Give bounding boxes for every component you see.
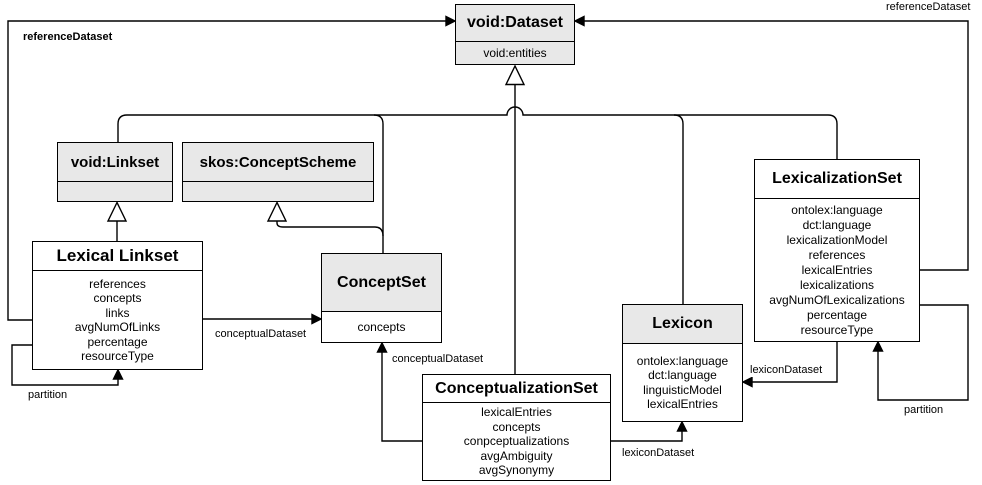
attribute: void:entities: [483, 45, 547, 60]
edge-label-partition-left[interactable]: partition: [26, 389, 70, 402]
generalization-arrow-void-dataset: [504, 64, 526, 86]
class-void-dataset-attributes: void:entities: [456, 42, 574, 64]
edge-partition-right[interactable]: [877, 304, 969, 401]
edge-label-partition-right[interactable]: partition: [902, 404, 946, 417]
class-void-dataset[interactable]: void:Dataset void:entities: [455, 4, 575, 65]
attribute: concepts: [357, 319, 406, 334]
edge-lexicon-dataset-bottom[interactable]: [611, 430, 683, 442]
edge-label-lexicon-dataset-bottom[interactable]: lexiconDataset: [620, 447, 697, 460]
attribute: avgSynonymy: [478, 463, 555, 478]
class-void-linkset[interactable]: void:Linkset: [57, 142, 173, 202]
edge-label-reference-dataset-right[interactable]: referenceDataset: [884, 1, 973, 14]
attribute: dct:language: [802, 217, 872, 232]
attribute: lexicalEntries: [801, 262, 873, 277]
attribute: references: [808, 247, 866, 262]
attribute: lexicalEntries: [647, 397, 718, 411]
class-skos-conceptscheme-attributes: [183, 182, 373, 201]
edge-conceptual-dataset-bottom[interactable]: [381, 351, 422, 442]
generalization-bus[interactable]: [117, 106, 838, 159]
class-conceptualizationset-title: ConceptualizationSet: [423, 375, 610, 403]
class-lexicon-title: Lexicon: [623, 305, 742, 344]
attribute: linguisticModel: [643, 382, 722, 397]
arrowhead-reference-dataset-left: [445, 15, 457, 27]
attribute: lexicalizationModel: [786, 232, 888, 247]
attribute: percentage: [87, 334, 148, 349]
class-conceptset-attributes: concepts: [322, 312, 441, 342]
class-conceptset[interactable]: ConceptSet concepts: [321, 253, 442, 343]
class-conceptset-title: ConceptSet: [322, 254, 441, 312]
attribute: lexicalizations: [799, 277, 875, 292]
class-skos-conceptscheme-title: skos:ConceptScheme: [183, 143, 373, 182]
class-skos-conceptscheme[interactable]: skos:ConceptScheme: [182, 142, 374, 202]
attribute: avgAmbiguity: [480, 448, 553, 463]
class-void-linkset-attributes: [58, 182, 172, 201]
attribute: resourceType: [800, 322, 874, 337]
edge-partition-left[interactable]: [11, 344, 119, 386]
attribute: links: [105, 305, 130, 320]
generalization-arrow-void-linkset: [106, 200, 128, 222]
edge-label-reference-dataset-left[interactable]: referenceDataset: [23, 31, 113, 43]
attribute: resourceType: [81, 349, 154, 363]
attribute: ontolex:language: [636, 353, 729, 368]
attribute: avgNumOfLexicalizations: [769, 292, 905, 307]
edge-reference-dataset-right[interactable]: [583, 20, 969, 271]
edge-label-conceptual-dataset-left[interactable]: conceptualDataset: [213, 328, 309, 341]
arrowhead-lexicon-dataset-right: [741, 376, 753, 388]
generalization-branch-lexicon[interactable]: [673, 114, 684, 304]
attribute: references: [89, 276, 146, 291]
attribute: ontolex:language: [791, 202, 883, 217]
arrowhead-conceptual-dataset-bottom: [376, 341, 388, 353]
attribute: percentage: [806, 307, 868, 322]
generalization-branch-conceptset[interactable]: [373, 114, 384, 253]
arrowhead-lexicon-dataset-bottom: [676, 420, 688, 432]
attribute: dct:language: [648, 368, 717, 382]
edge-label-lexicon-dataset-right[interactable]: lexiconDataset: [748, 364, 825, 377]
class-lexicalizationset-title: LexicalizationSet: [755, 160, 919, 199]
edge-label-conceptual-dataset-bottom[interactable]: conceptualDataset: [390, 353, 486, 366]
attribute: lexicalEntries: [481, 405, 552, 420]
attribute: avgNumOfLinks: [74, 320, 161, 334]
arrowhead-conceptual-dataset-left: [311, 313, 323, 325]
attribute: conpceptualizations: [463, 434, 570, 449]
arrowhead-reference-dataset-right: [573, 15, 585, 27]
attribute: concepts: [93, 291, 142, 305]
attribute: concepts: [492, 419, 541, 434]
edge-reference-dataset-left[interactable]: [7, 20, 447, 321]
generalization-arrow-skos-conceptscheme: [266, 200, 288, 222]
class-lexical-linkset-title: Lexical Linkset: [33, 242, 202, 271]
class-void-linkset-title: void:Linkset: [58, 143, 172, 182]
arrowhead-partition-right: [872, 340, 884, 352]
arrowhead-partition-left: [112, 368, 124, 380]
generalization-conceptset-skos[interactable]: [276, 221, 384, 237]
class-void-dataset-title: void:Dataset: [456, 5, 574, 42]
edge-lexicon-dataset-right[interactable]: [751, 342, 838, 383]
